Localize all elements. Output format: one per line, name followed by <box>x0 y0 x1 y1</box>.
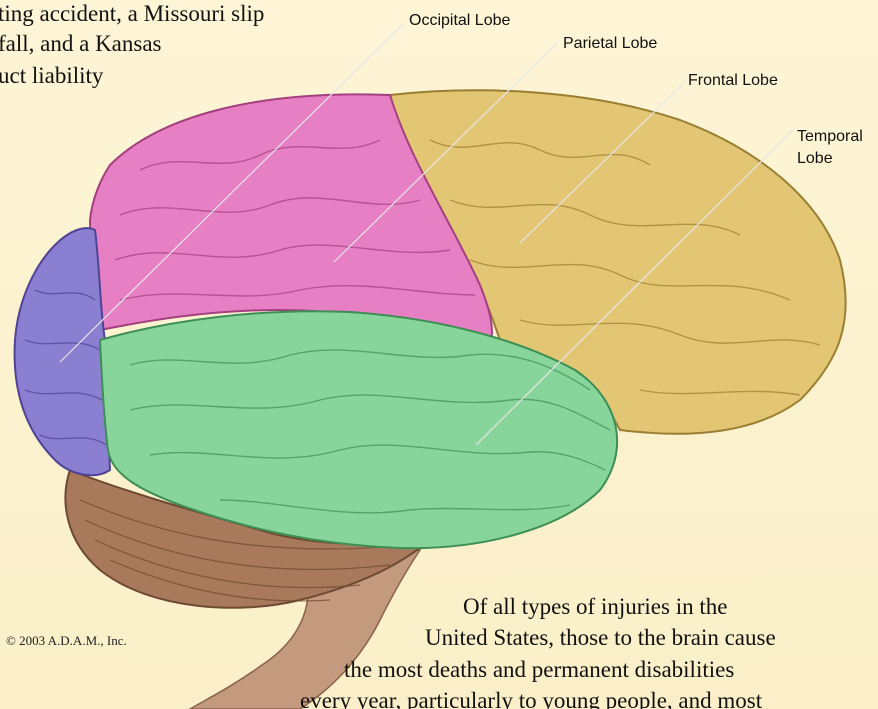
frontal-lobe-label: Frontal Lobe <box>688 71 778 90</box>
temporal-lobe-label-line-2: Lobe <box>797 149 833 168</box>
copyright-notice: © 2003 A.D.A.M., Inc. <box>6 633 127 649</box>
parietal-lobe-label: Parietal Lobe <box>563 34 657 53</box>
intro-text-line-2: fall, and a Kansas <box>0 30 162 58</box>
intro-text-line-3: uct liability <box>0 62 103 90</box>
temporal-lobe-label-line-1: Temporal <box>797 127 863 146</box>
body-text-line-3: the most deaths and permanent disabiliti… <box>344 656 734 684</box>
intro-text-line-1: ting accident, a Missouri slip <box>0 0 264 28</box>
body-text-line-1: Of all types of injuries in the <box>463 593 727 621</box>
body-text-line-4: every year, particularly to young people… <box>300 687 762 709</box>
body-text-line-2: United States, those to the brain cause <box>425 624 776 652</box>
occipital-lobe-label: Occipital Lobe <box>409 11 510 30</box>
